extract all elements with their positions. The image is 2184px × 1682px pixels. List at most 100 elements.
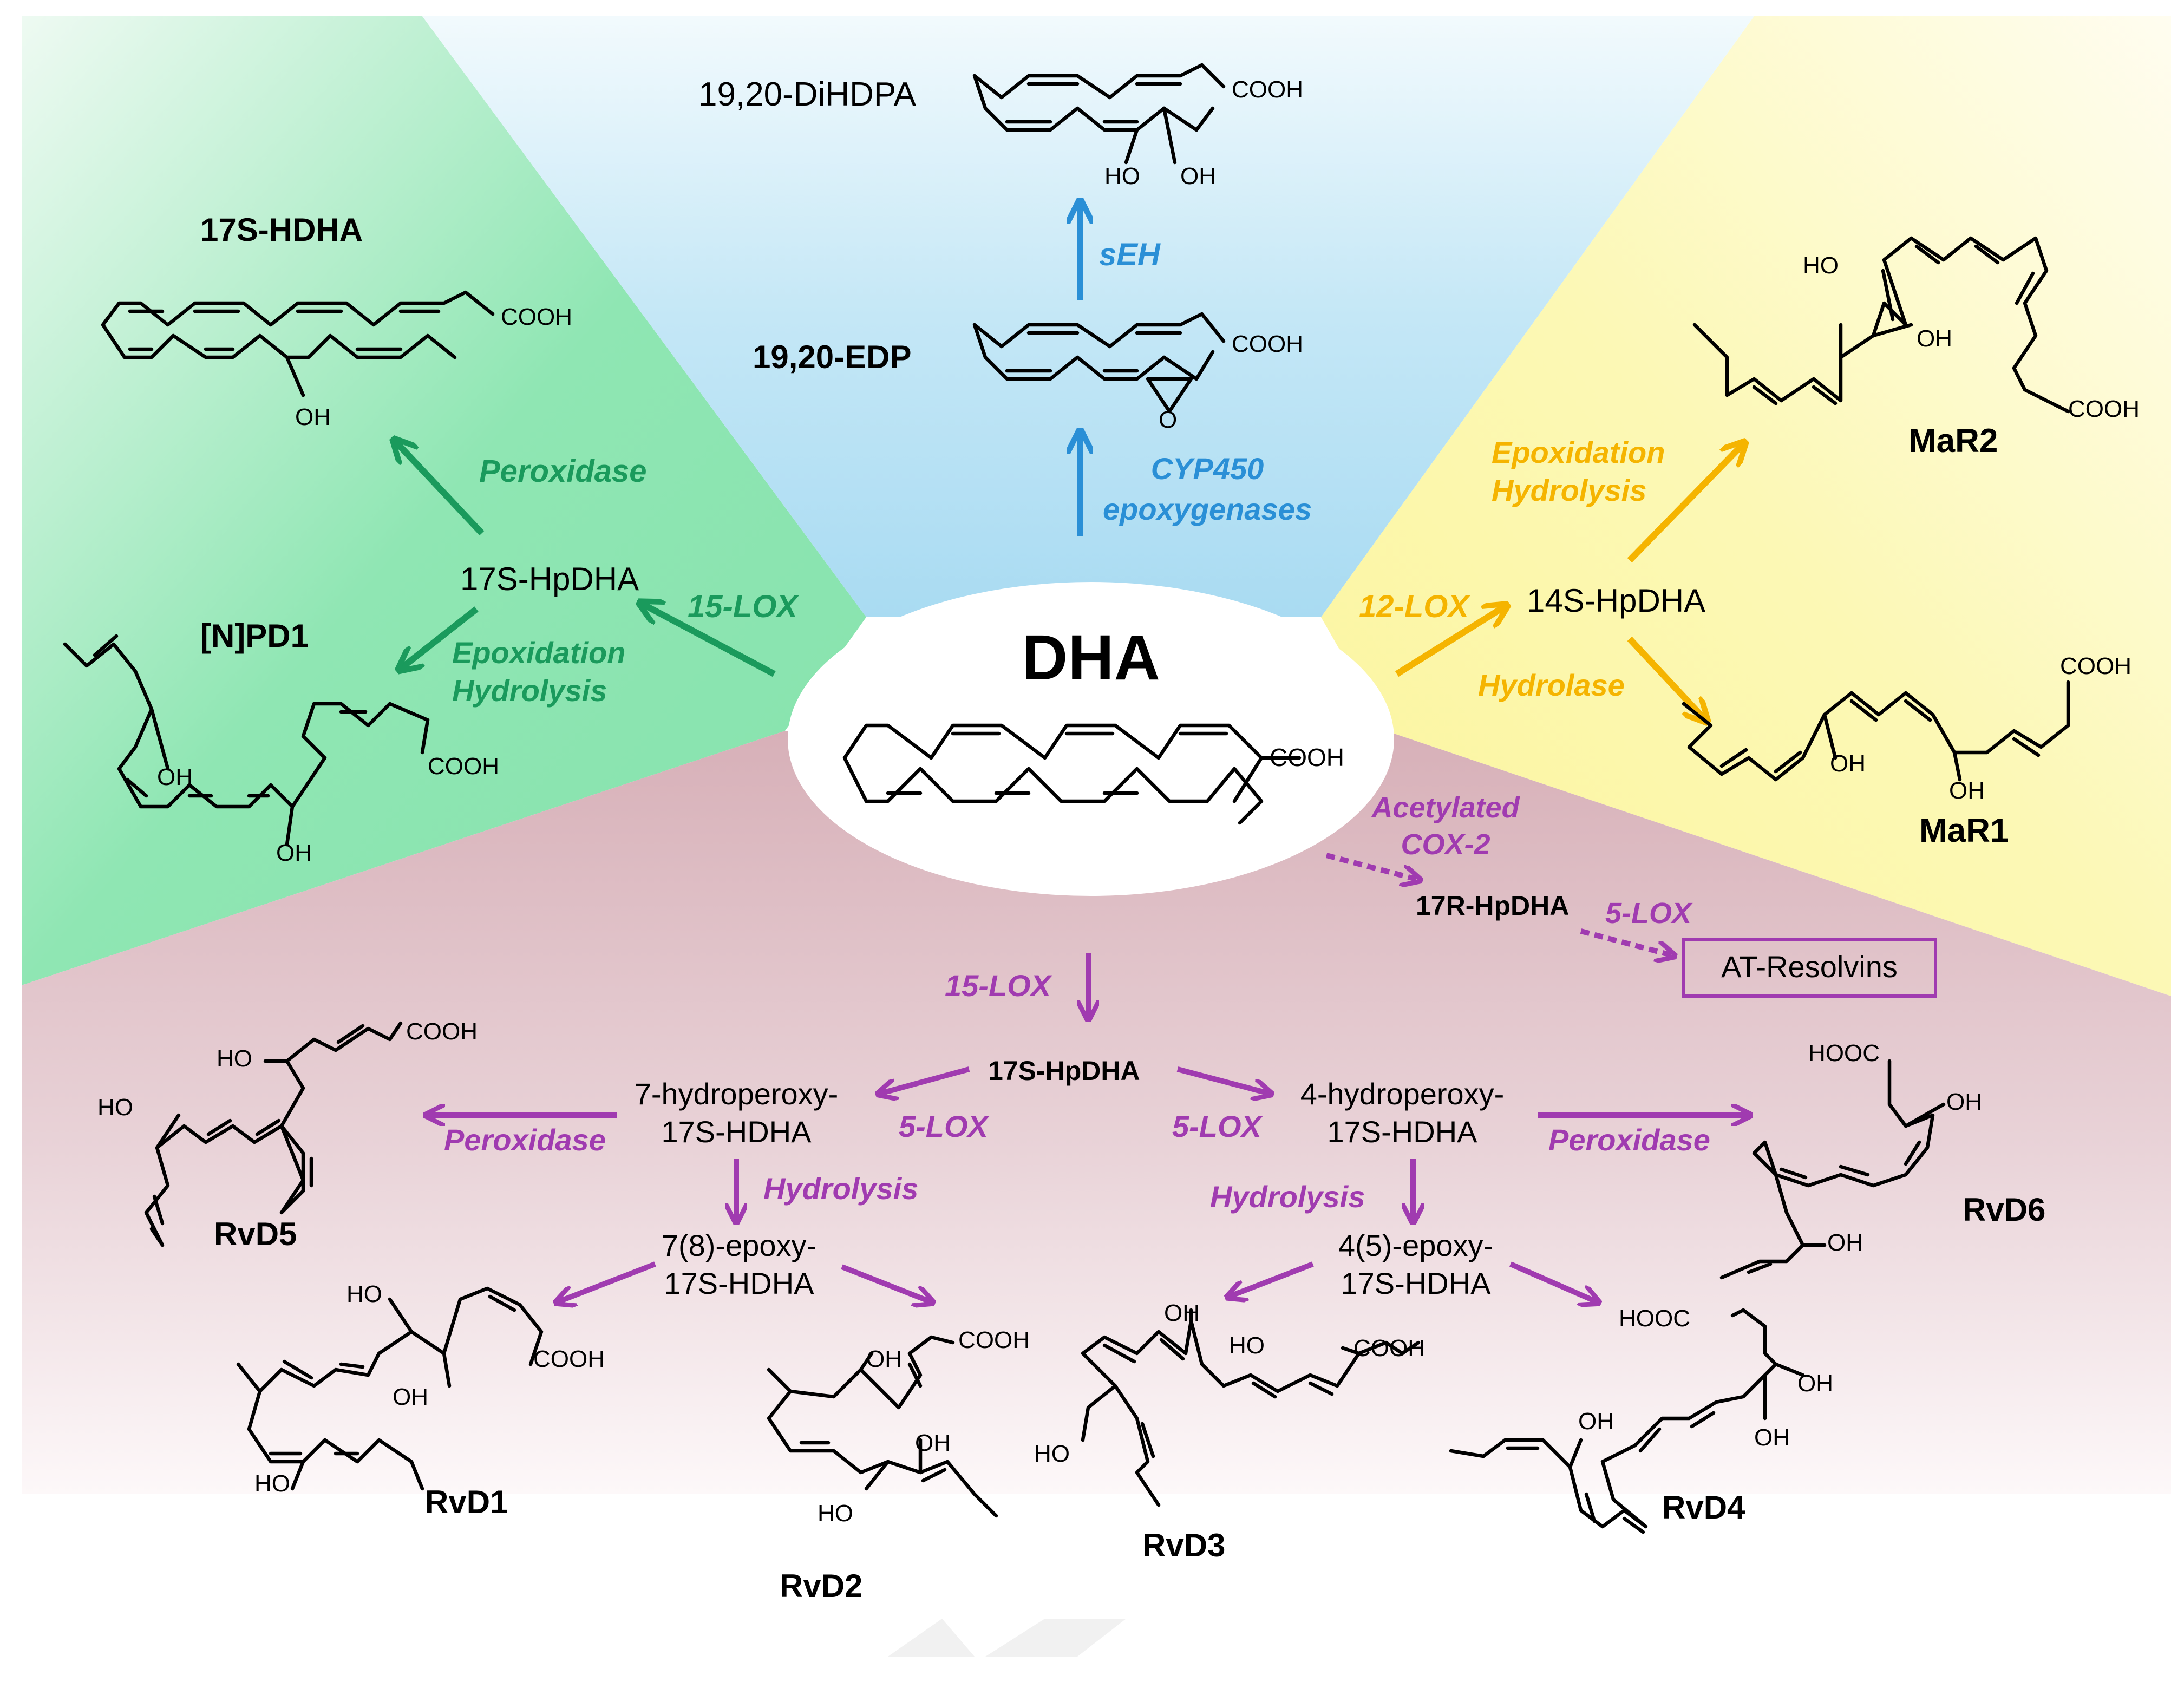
rvd4-hooc: HOOC [1619, 1305, 1690, 1332]
acetylated-label: Acetylated [1370, 791, 1520, 824]
cyp450-label: CYP450 [1151, 451, 1264, 486]
rvd1-ho-1: HO [346, 1281, 382, 1307]
arrow-12lox [1395, 606, 1505, 677]
rvd5-ho-2: HO [217, 1045, 252, 1072]
ep4-line2: 17S-HDHA [1341, 1266, 1492, 1300]
rvd3-ho-2: HO [1034, 1441, 1070, 1467]
rvd4-structure: OH OH OH HOOC [1449, 1305, 1833, 1534]
lox5-top-label: 5-LOX [1605, 897, 1693, 930]
edp-label: 19,20-EDP [753, 339, 912, 375]
edp-structure: COOH O [972, 312, 1303, 433]
dihdpa-ho: HO [1104, 163, 1140, 189]
rvd3-structure: OH HO HO COOH [1034, 1300, 1425, 1507]
hp4-line2: 17S-HDHA [1328, 1115, 1478, 1149]
mar1-oh-1: OH [1830, 750, 1866, 777]
rvd4-oh-2: OH [1797, 1370, 1833, 1397]
green-epoxidation-label: Epoxidation [452, 636, 625, 670]
rvd5-cooh: COOH [406, 1018, 478, 1045]
yellow-hydrolysis-label: Hydrolysis [1492, 473, 1646, 507]
hp7-line1: 7-hydroperoxy- [635, 1077, 839, 1111]
rvd5-label: RvD5 [214, 1216, 297, 1252]
dihdpa-oh: OH [1180, 163, 1216, 189]
yellow-12lox-label: 12-LOX [1359, 589, 1470, 624]
arrow-peroxidase-green [395, 441, 485, 536]
arrow-to-rvd2 [841, 1264, 931, 1302]
hp4-line1: 4-hydroperoxy- [1300, 1077, 1505, 1111]
rvd2-cooh: COOH [958, 1327, 1030, 1353]
hdha-17s-oh: OH [295, 404, 331, 430]
rvd4-label: RvD4 [1662, 1489, 1745, 1526]
green-15lox-label: 15-LOX [688, 589, 799, 624]
green-17s-hpdha: 17S-HpDHA [460, 561, 639, 597]
dha-structure: COOH [842, 723, 1344, 825]
seh-label: sEH [1099, 237, 1161, 272]
rvd2-oh-1: OH [866, 1346, 902, 1372]
rvd5-ho-1: HO [97, 1094, 133, 1121]
arrow-to-rvd1 [558, 1261, 656, 1302]
rvd3-cooh: COOH [1353, 1335, 1425, 1362]
npd1-label: [N]PD1 [200, 618, 309, 654]
mar2-cooh: COOH [2068, 396, 2140, 422]
purple-17s-hpdha: 17S-HpDHA [988, 1056, 1140, 1086]
rvd3-label: RvD3 [1142, 1527, 1225, 1563]
hdha-17s-cooh: COOH [501, 304, 572, 330]
rvd1-oh: OH [393, 1384, 428, 1410]
rvd4-oh-3: OH [1754, 1424, 1790, 1451]
rvd1-ho-2: HO [254, 1470, 290, 1497]
arrow-5lox-left [880, 1066, 970, 1094]
mar2-ho: HO [1803, 252, 1839, 279]
green-sector [22, 16, 866, 985]
rvd1-label: RvD1 [425, 1484, 508, 1520]
arrow-epox-green [401, 606, 479, 669]
epoxygenases-label: epoxygenases [1103, 492, 1312, 526]
hdha-17s-label: 17S-HDHA [200, 212, 363, 248]
rvd6-oh-1: OH [1946, 1089, 1982, 1115]
rvd6-label: RvD6 [1963, 1192, 2045, 1228]
yellow-epoxidation-label: Epoxidation [1492, 435, 1665, 469]
arrow-epox-yellow [1627, 444, 1743, 563]
rvd6-hooc: HOOC [1808, 1040, 1880, 1066]
mar1-structure: OH OH COOH [1682, 653, 2131, 804]
yellow-14s-hpdha: 14S-HpDHA [1527, 583, 1705, 619]
green-hydrolysis-label: Hydrolysis [452, 673, 607, 708]
at-resolvins-box [1682, 938, 1937, 998]
arrow-5lox-right [1176, 1066, 1270, 1094]
dihdpa-label: 19,20-DiHDPA [698, 76, 917, 113]
rvd2-label: RvD2 [780, 1568, 862, 1604]
dha-cooh: COOH [1270, 743, 1344, 771]
npd1-structure: OH OH COOH [63, 634, 499, 866]
arrow-15lox-green [642, 604, 776, 677]
mar1-oh-2: OH [1949, 777, 1985, 804]
hydro-right-label: Hydrolysis [1210, 1180, 1365, 1214]
arrow-5lox-top [1580, 928, 1673, 955]
rvd2-ho: HO [818, 1500, 853, 1527]
cox2-label: COX-2 [1401, 828, 1490, 861]
mar1-label: MaR1 [1919, 812, 2009, 849]
rvd1-cooh: COOH [533, 1346, 605, 1372]
hydro-left-label: Hydrolysis [763, 1171, 918, 1206]
rvd2-structure: OH OH HO COOH [767, 1327, 1030, 1527]
blue-sector [422, 16, 1754, 617]
rvd6-structure: HOOC OH OH [1719, 1040, 1982, 1280]
npd1-cooh: COOH [428, 753, 499, 780]
ep7-line1: 7(8)-epoxy- [662, 1228, 816, 1262]
hydrolase-label: Hydrolase [1478, 668, 1625, 702]
rvd1-structure: HO OH HO COOH [236, 1281, 605, 1497]
green-peroxidase-label: Peroxidase [479, 454, 647, 489]
edp-cooh: COOH [1232, 331, 1303, 357]
rvd2-oh-2: OH [915, 1430, 951, 1456]
dihdpa-structure: COOH HO OH [972, 63, 1303, 189]
arrow-to-rvd4 [1509, 1261, 1597, 1302]
rvd5-structure: HO HO COOH [97, 1018, 478, 1247]
lox5-left-label: 5-LOX [899, 1109, 990, 1143]
mar2-structure: HO OH COOH [1692, 236, 2140, 422]
mar2-oh: OH [1917, 325, 1952, 352]
npd1-oh-1: OH [157, 764, 193, 790]
mar1-cooh: COOH [2060, 653, 2131, 679]
rvd4-oh-1: OH [1578, 1408, 1614, 1435]
ep4-line1: 4(5)-epoxy- [1338, 1228, 1493, 1262]
mar2-label: MaR2 [1908, 422, 1998, 460]
rvd6-oh-2: OH [1827, 1229, 1863, 1256]
hdha-17s-structure: COOH OH [101, 290, 572, 430]
